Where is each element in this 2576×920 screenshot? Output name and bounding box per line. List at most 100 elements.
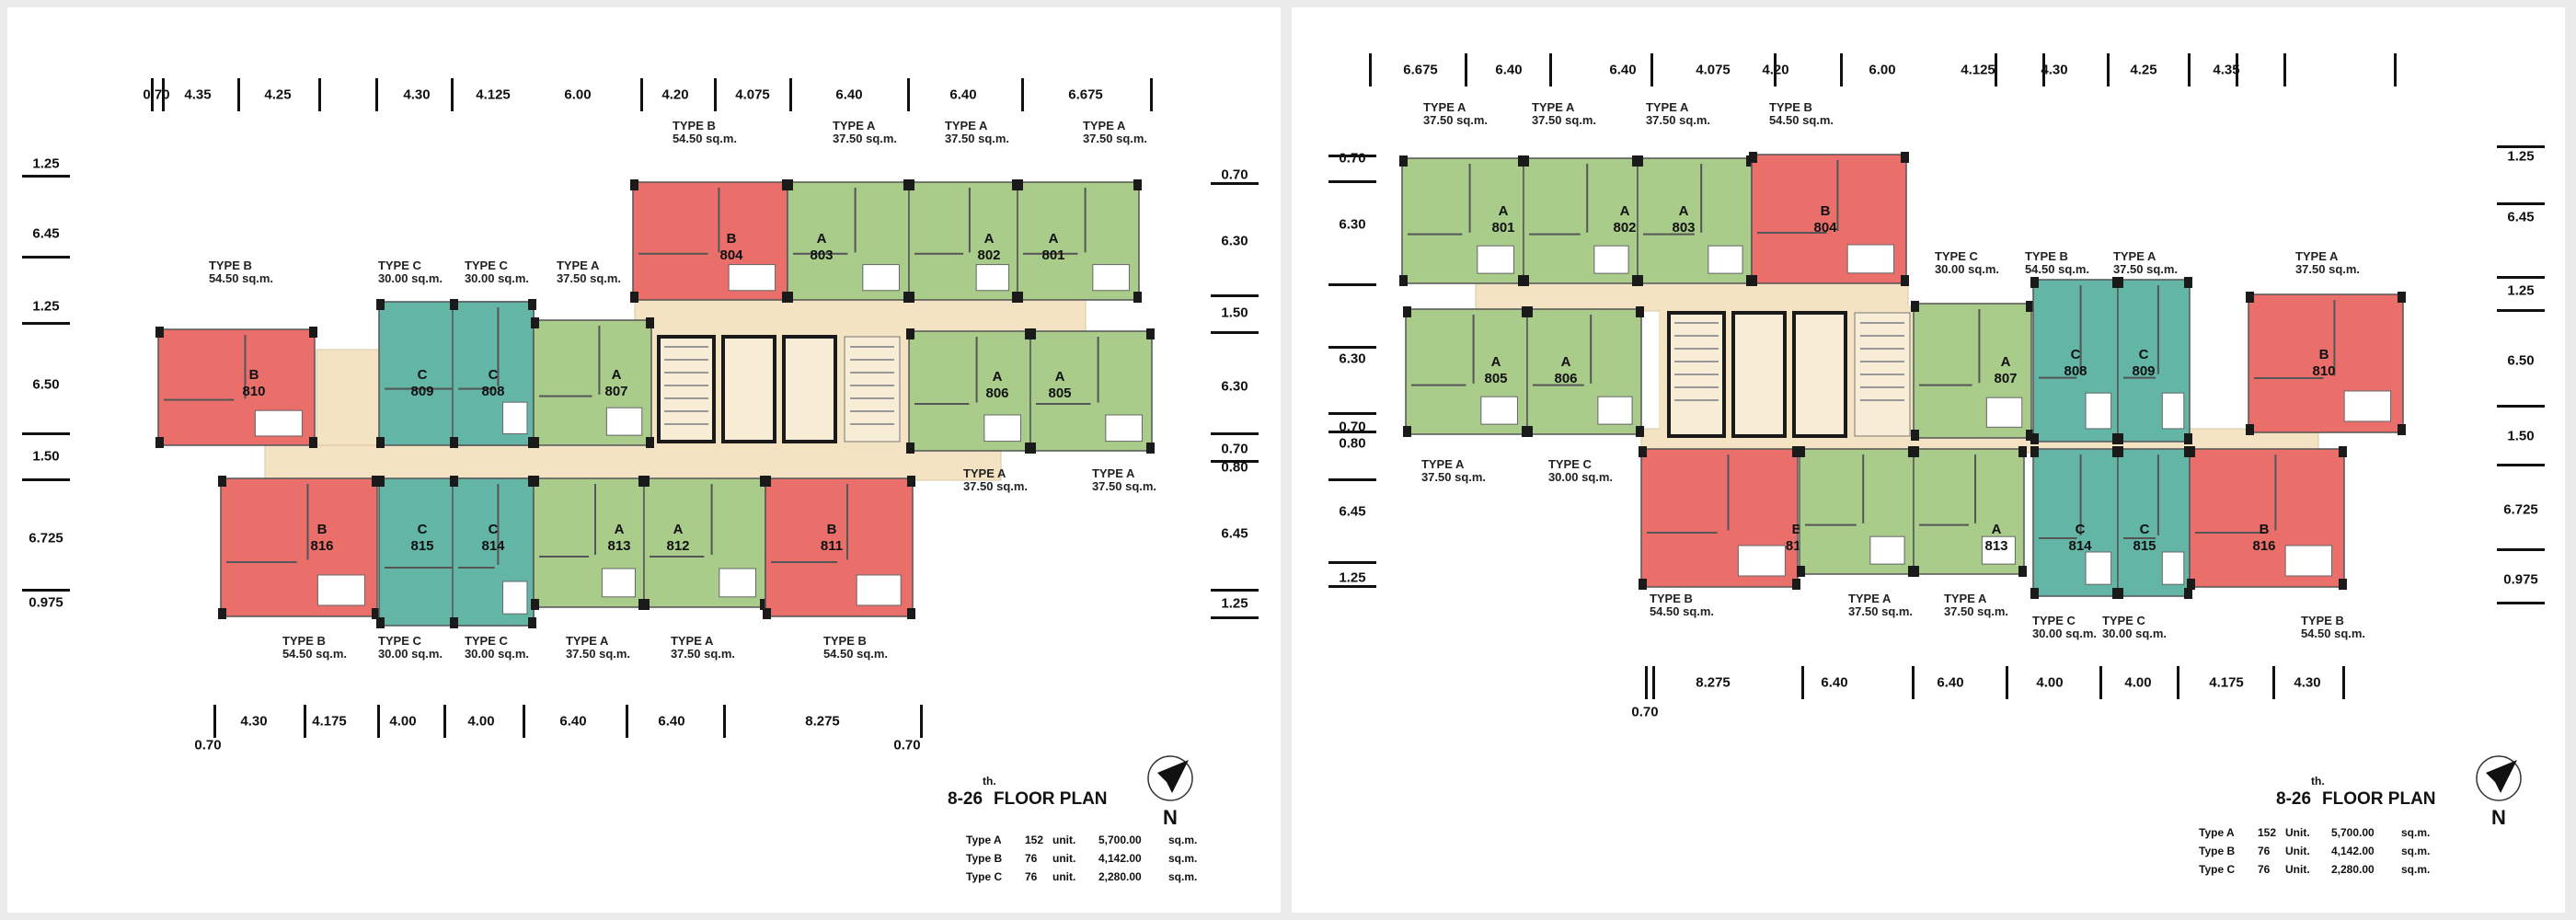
column: [2398, 424, 2406, 435]
unit-partition: [1974, 454, 1976, 523]
column: [906, 292, 914, 303]
unit-bathroom: [1593, 245, 1629, 274]
column: [1015, 179, 1023, 190]
stair-tread: [664, 372, 708, 374]
column: [2339, 579, 2347, 590]
bottom-dimension-extra: 0.70: [893, 737, 921, 753]
column: [1635, 275, 1643, 286]
unit-partition: [1590, 315, 1593, 384]
unit-number: 812: [666, 538, 689, 554]
unit-number: 807: [1994, 371, 2017, 386]
unit-partition: [1919, 384, 1972, 386]
unit-type-area: 37.50 sq.m.: [832, 132, 898, 146]
column: [1911, 430, 1919, 441]
left-dimension: 6.30: [1339, 351, 1366, 367]
dimension-tick: [2272, 666, 2275, 699]
unit-partition: [1036, 403, 1091, 405]
stair-tread: [1860, 322, 1904, 324]
column: [1792, 579, 1800, 590]
dimension-tick: [2394, 53, 2397, 86]
column: [309, 437, 317, 448]
corridor: [634, 299, 1087, 334]
unit-type-letter: B: [827, 522, 837, 537]
unit-bathroom: [2161, 551, 2185, 585]
stair-tread: [850, 385, 894, 386]
left-dimension: 6.50: [32, 376, 60, 393]
unit-type-name: TYPE A: [1943, 592, 1987, 605]
column: [1797, 446, 1805, 457]
column: [1146, 443, 1155, 454]
right-dimension: 0.975: [2503, 571, 2538, 588]
dimension-tick: [723, 705, 726, 738]
bottom-dimension: 4.175: [2209, 674, 2244, 691]
column: [1028, 328, 1036, 339]
unit-type-letter: C: [2139, 347, 2149, 362]
dimension-tick: [1211, 331, 1259, 334]
legend-unit: Unit.: [2285, 845, 2310, 857]
legend-area: 4,142.00: [2331, 845, 2375, 857]
unit-type-area: 54.50 sq.m.: [672, 132, 738, 146]
bottom-dimension: 4.00: [389, 713, 417, 730]
unit-type-area: 54.50 sq.m.: [1768, 113, 1834, 128]
unit-bathroom: [1597, 396, 1633, 425]
column: [450, 299, 458, 310]
column: [531, 437, 539, 448]
unit-number: 809: [2132, 363, 2155, 379]
unit-partition: [718, 188, 720, 253]
column: [1521, 155, 1529, 167]
unit-type-letter: A: [673, 522, 684, 537]
column: [1133, 292, 1142, 303]
bottom-dimension: 8.275: [1696, 674, 1731, 691]
dimension-tick: [237, 78, 240, 111]
unit-bathroom: [1708, 245, 1743, 274]
bottom-dimension: 6.40: [559, 713, 587, 730]
stair-tread: [664, 385, 708, 386]
unit-type-name: TYPE A: [1422, 100, 1466, 114]
column: [763, 476, 771, 487]
bottom-dimension-extra: 0.70: [194, 737, 222, 753]
legend-unit: unit.: [1052, 852, 1076, 865]
column: [2187, 446, 2195, 457]
unit-partition: [164, 398, 235, 401]
unit-partition: [458, 387, 495, 390]
unit-type-letter: C: [489, 367, 499, 383]
unit-partition: [1586, 164, 1589, 233]
unit-bathroom: [2085, 392, 2112, 430]
column: [2246, 424, 2254, 435]
title-superscript: th.: [2311, 775, 2325, 788]
unit-type-name: TYPE A: [670, 634, 714, 648]
unit-partition: [385, 387, 454, 390]
unit-number: 801: [1491, 220, 1514, 236]
column: [763, 608, 771, 619]
stair-core: [844, 336, 901, 443]
north-arrow-icon: [2486, 760, 2517, 793]
unit-bathroom: [2284, 545, 2333, 577]
unit-number: 803: [810, 247, 833, 263]
column: [309, 327, 317, 338]
plan-title-floors: 8-26: [948, 789, 983, 809]
dimension-tick: [443, 705, 446, 738]
column: [372, 608, 380, 619]
dimension-tick: [1328, 180, 1376, 183]
unit-type-area: 30.00 sq.m.: [2101, 627, 2168, 641]
unit-type-letter: B: [727, 231, 737, 247]
unit-type-letter: A: [1499, 203, 1509, 219]
column: [450, 437, 458, 448]
unit-type-name: TYPE B: [1649, 592, 1693, 605]
corridor: [264, 444, 1002, 481]
left-dimension: 0.80: [1339, 435, 1366, 452]
unit-bathroom: [983, 414, 1021, 443]
unit-number: 808: [481, 384, 504, 399]
north-arrow-icon: [1157, 760, 1189, 793]
column: [906, 179, 914, 190]
left-dimension: 1.25: [1339, 569, 1366, 586]
unit-type-name: TYPE A: [556, 259, 600, 272]
dimension-tick: [2177, 666, 2179, 699]
column: [1133, 179, 1142, 190]
unit-number: 802: [977, 247, 1000, 263]
